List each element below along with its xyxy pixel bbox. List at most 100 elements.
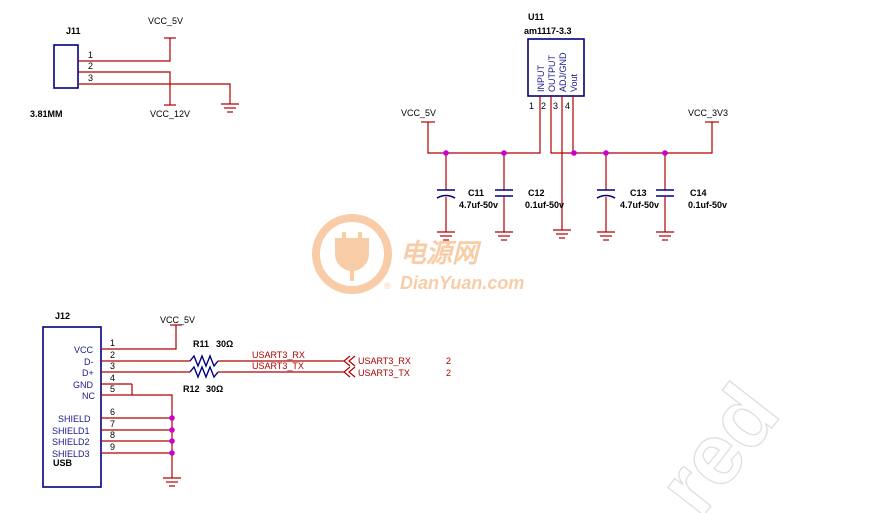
c14-value: 0.1uf-50v bbox=[688, 200, 727, 210]
u11-pin-name-input: INPUT bbox=[536, 64, 546, 92]
resistor-r11: R11 30Ω bbox=[189, 339, 233, 368]
j12-pin-2: 2 bbox=[110, 350, 115, 360]
u11-vout-wire bbox=[572, 96, 713, 154]
u11-output-wire bbox=[550, 96, 574, 154]
plug-icon bbox=[335, 232, 369, 281]
j11-pin-3: 3 bbox=[88, 73, 93, 83]
j11-ground-symbol bbox=[221, 103, 239, 113]
j11-ref: J11 bbox=[66, 26, 81, 36]
c13-ref: C13 bbox=[630, 188, 647, 198]
j11-body bbox=[53, 44, 79, 89]
c13-value: 4.7uf-50v bbox=[620, 200, 659, 210]
plug-logo-ring bbox=[312, 214, 392, 294]
resistor-r12: R12 30Ω bbox=[183, 365, 223, 394]
r11-ref: R11 bbox=[193, 339, 209, 349]
j11-net-bottom: VCC_12V bbox=[150, 109, 190, 119]
j12-gnd-to-shield bbox=[132, 394, 173, 418]
capacitor-c13: C13 4.7uf-50v bbox=[596, 153, 659, 241]
j12-ref: J12 bbox=[55, 311, 70, 321]
usart3-tx-label: USART3_TX bbox=[252, 361, 304, 371]
usart3-tx-port: USART3_TX 2 bbox=[343, 366, 451, 378]
watermark-stamp: red bbox=[639, 366, 798, 513]
u11-pin-2: 2 bbox=[541, 101, 546, 111]
j12-pin-name-shield: SHIELD bbox=[58, 414, 91, 424]
watermark: 电源网 ® DianYuan.com bbox=[312, 214, 524, 294]
j12-pin-name-vcc: VCC bbox=[74, 345, 94, 355]
junction-dot bbox=[501, 150, 507, 156]
watermark-stamp-text: red bbox=[639, 367, 797, 513]
c11-value: 4.7uf-50v bbox=[459, 200, 498, 210]
capacitor-c11: C11 4.7uf-50v bbox=[436, 153, 498, 241]
j12-footer: USB bbox=[53, 458, 73, 468]
j12-vcc-wire bbox=[101, 325, 177, 350]
c11-ref: C11 bbox=[468, 188, 484, 198]
r12-zigzag bbox=[189, 365, 219, 379]
j12-pin-4: 4 bbox=[110, 373, 115, 383]
u11-net-in: VCC_5V bbox=[401, 108, 436, 118]
c12-value: 0.1uf-50v bbox=[525, 200, 564, 210]
j11-pin-1: 1 bbox=[88, 50, 93, 60]
j11-wire-2 bbox=[78, 71, 171, 105]
j12-pin-5: 5 bbox=[110, 384, 115, 394]
j12-net-vcc: VCC_5V bbox=[160, 315, 195, 325]
j12-pin-name-nc: NC bbox=[82, 391, 95, 401]
junction-dot bbox=[169, 415, 175, 421]
j12-ground-symbol bbox=[163, 477, 181, 487]
j12-usb-connector: J12 USB VCC D- D+ GND NC SHIELD SHIELD1 … bbox=[42, 311, 195, 488]
j12-pin-name-shield1: SHIELD1 bbox=[52, 426, 90, 436]
u11-pin-name-vout: Vout bbox=[569, 73, 579, 92]
j12-pin-9: 9 bbox=[110, 442, 115, 452]
j12-pin-name-dm: D- bbox=[84, 357, 94, 367]
r11-zigzag bbox=[189, 354, 219, 368]
r11-value: 30Ω bbox=[216, 339, 233, 349]
u11-part: am1117-3.3 bbox=[524, 26, 572, 36]
capacitor-c14: C14 0.1uf-50v bbox=[656, 153, 727, 241]
j12-pin-name-dp: D+ bbox=[82, 368, 94, 378]
usart3-tx-sheet: 2 bbox=[446, 368, 451, 378]
junction-dot bbox=[443, 150, 449, 156]
u11-ref: U11 bbox=[528, 12, 544, 22]
r12-ref: R12 bbox=[183, 384, 200, 394]
u11-pin-1: 1 bbox=[529, 101, 534, 111]
c14-ref: C14 bbox=[690, 188, 707, 198]
junction-dot bbox=[603, 150, 609, 156]
c12-ref: C12 bbox=[528, 188, 545, 198]
u11-body bbox=[527, 38, 585, 97]
j12-pin-3: 3 bbox=[110, 361, 115, 371]
junction-dot bbox=[571, 150, 577, 156]
usart3-rx-port-label: USART3_RX bbox=[358, 356, 411, 366]
j11-net-top: VCC_5V bbox=[148, 16, 183, 26]
u11-pin-name-adj: ADJ/GND bbox=[558, 52, 568, 92]
capacitor-c12: C12 0.1uf-50v bbox=[495, 153, 564, 241]
u11-pin-3: 3 bbox=[553, 101, 558, 111]
junction-dot bbox=[662, 150, 668, 156]
watermark-registered: ® bbox=[384, 281, 391, 291]
usart3-rx-sheet: 2 bbox=[446, 356, 451, 366]
j12-pin-7: 7 bbox=[110, 419, 115, 429]
u11-ground-symbol bbox=[553, 229, 571, 239]
j12-pin-name-shield2: SHIELD2 bbox=[52, 437, 90, 447]
junction-dot bbox=[169, 438, 175, 444]
j12-pin-6: 6 bbox=[110, 407, 115, 417]
u11-pin-4: 4 bbox=[565, 101, 570, 111]
usart3-tx-port-label: USART3_TX bbox=[358, 368, 410, 378]
usart3-rx-port: USART3_RX 2 bbox=[343, 355, 451, 367]
usart3-rx-label: USART3_RX bbox=[252, 350, 305, 360]
r12-value: 30Ω bbox=[206, 384, 223, 394]
j12-pin-name-gnd: GND bbox=[73, 380, 94, 390]
u11-input-wire bbox=[427, 96, 541, 154]
watermark-cn: 电源网 bbox=[400, 238, 482, 268]
j11-wire-3 bbox=[78, 83, 231, 104]
u11-pin-name-output: OUTPUT bbox=[547, 55, 557, 93]
watermark-site: DianYuan.com bbox=[400, 273, 524, 293]
u11-regulator: U11 am1117-3.3 INPUT OUTPUT ADJ/GND Vout… bbox=[401, 12, 728, 239]
j12-pin-name-shield3: SHIELD3 bbox=[52, 449, 90, 459]
junction-dot bbox=[169, 450, 175, 456]
j12-pin-8: 8 bbox=[110, 430, 115, 440]
j11-connector: J11 1 2 3 3.81MM VCC_5V VCC_12V bbox=[30, 16, 239, 119]
j11-wire-1 bbox=[78, 38, 171, 62]
u11-net-out: VCC_3V3 bbox=[688, 108, 728, 118]
j11-value: 3.81MM bbox=[30, 109, 63, 119]
junction-dot bbox=[169, 427, 175, 433]
